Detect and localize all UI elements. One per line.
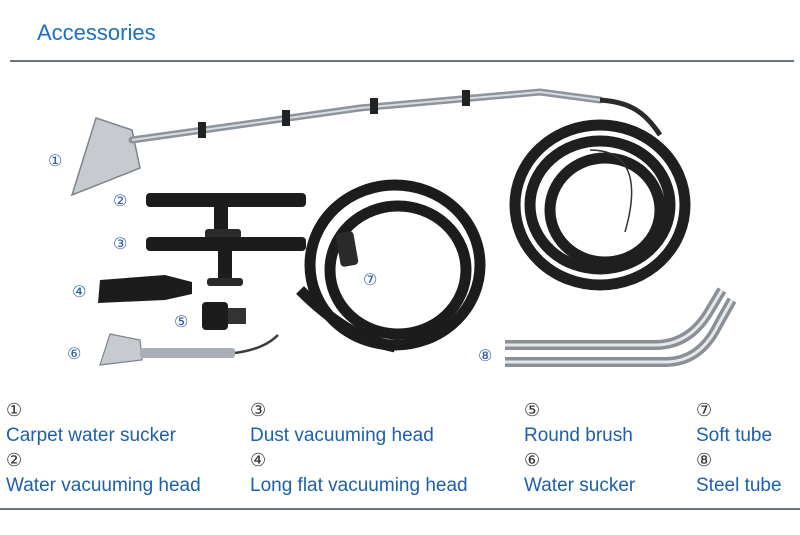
legend-num-3: ③ — [250, 400, 267, 420]
legend-num-6: ⑥ — [524, 450, 541, 470]
legend-num-2: ② — [6, 450, 23, 470]
legend-name-6: Water sucker — [524, 475, 636, 496]
callout-4: ④ — [72, 284, 87, 301]
long-flat-vacuuming-head-image — [98, 275, 192, 303]
callout-8: ⑧ — [478, 348, 493, 365]
dust-vacuuming-head-image — [146, 237, 306, 286]
callout-6: ⑥ — [67, 346, 82, 363]
legend-name-1: Carpet water sucker — [6, 425, 177, 446]
coiled-hose-image — [509, 119, 691, 291]
callout-5: ⑤ — [174, 314, 189, 331]
legend-num-7: ⑦ — [696, 400, 713, 420]
legend-num-1: ① — [6, 400, 23, 420]
round-brush-image — [202, 302, 246, 330]
legend-num-8: ⑧ — [696, 450, 713, 470]
callout-2: ② — [113, 193, 128, 210]
steel-tube-image — [505, 287, 737, 367]
legend-name-5: Round brush — [524, 425, 633, 446]
legend-name-3: Dust vacuuming head — [250, 425, 434, 446]
callout-3: ③ — [113, 236, 128, 253]
water-vacuuming-head-image — [146, 193, 306, 239]
legend-name-4: Long flat vacuuming head — [250, 475, 468, 496]
top-divider — [10, 60, 794, 62]
water-sucker-image — [99, 333, 279, 366]
soft-tube-image — [296, 179, 486, 353]
legend-num-4: ④ — [250, 450, 267, 470]
accessories-photo — [70, 88, 737, 367]
legend-name-2: Water vacuuming head — [6, 475, 201, 496]
callout-7: ⑦ — [363, 272, 378, 289]
legend-num-5: ⑤ — [524, 400, 541, 420]
bottom-divider — [0, 508, 800, 510]
legend-name-8: Steel tube — [696, 475, 782, 496]
carpet-water-sucker-image — [70, 88, 663, 197]
callout-1: ① — [48, 153, 63, 170]
legend-name-7: Soft tube — [696, 425, 773, 446]
page-title: Accessories — [37, 20, 156, 45]
